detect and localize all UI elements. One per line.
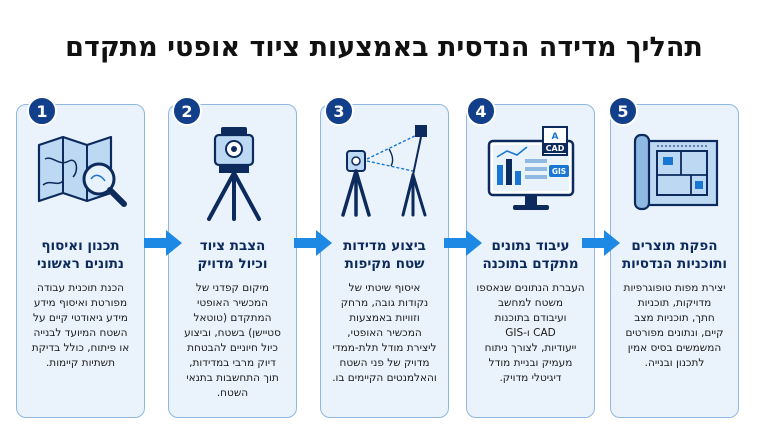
step-card-5: הפקת תוצרים ותוכניות הנדסיות יצירת מפות … bbox=[610, 104, 739, 418]
survey-measurement-icon bbox=[341, 125, 427, 217]
step-number-badge: 1 bbox=[27, 96, 57, 126]
arrow-right-icon bbox=[582, 230, 620, 256]
map-magnifier-icon bbox=[37, 135, 127, 207]
step-title: תכנון ואיסוף נתונים ראשוני bbox=[36, 238, 125, 272]
arrow-right-icon bbox=[444, 230, 482, 256]
arrow-right-icon bbox=[294, 230, 332, 256]
step-card-1: תכנון ואיסוף נתונים ראשוני הכנת תוכנית ע… bbox=[16, 104, 145, 418]
step-title: הצבת ציוד וכיול מדויק bbox=[197, 238, 268, 272]
step-title: הפקת תוצרים ותוכניות הנדסיות bbox=[621, 238, 728, 272]
step-number-badge: 2 bbox=[172, 96, 202, 126]
svg-text:A: A bbox=[552, 132, 559, 142]
arrow-right-icon bbox=[144, 230, 182, 256]
step-number-badge: 3 bbox=[324, 96, 354, 126]
step-title: עיבוד נתונים מתקדם בתוכנה bbox=[482, 238, 579, 272]
step-card-4: A CAD GIS עיבוד נתונים מתקדם בתוכנה העבר… bbox=[466, 104, 595, 418]
gis-label: GIS bbox=[552, 167, 566, 176]
blueprint-plan-icon bbox=[633, 133, 719, 211]
step-number-badge: 4 bbox=[466, 96, 496, 126]
page-title: תהליך מדידה הנדסית באמצעות ציוד אופטי מת… bbox=[65, 32, 703, 63]
total-station-icon bbox=[207, 127, 261, 221]
step-number-badge: 5 bbox=[608, 96, 638, 126]
computer-cad-gis-icon: A CAD GIS bbox=[487, 126, 575, 210]
cad-label: CAD bbox=[546, 144, 565, 153]
step-title: ביצוע מדידות שטח מקיפות bbox=[343, 238, 426, 272]
